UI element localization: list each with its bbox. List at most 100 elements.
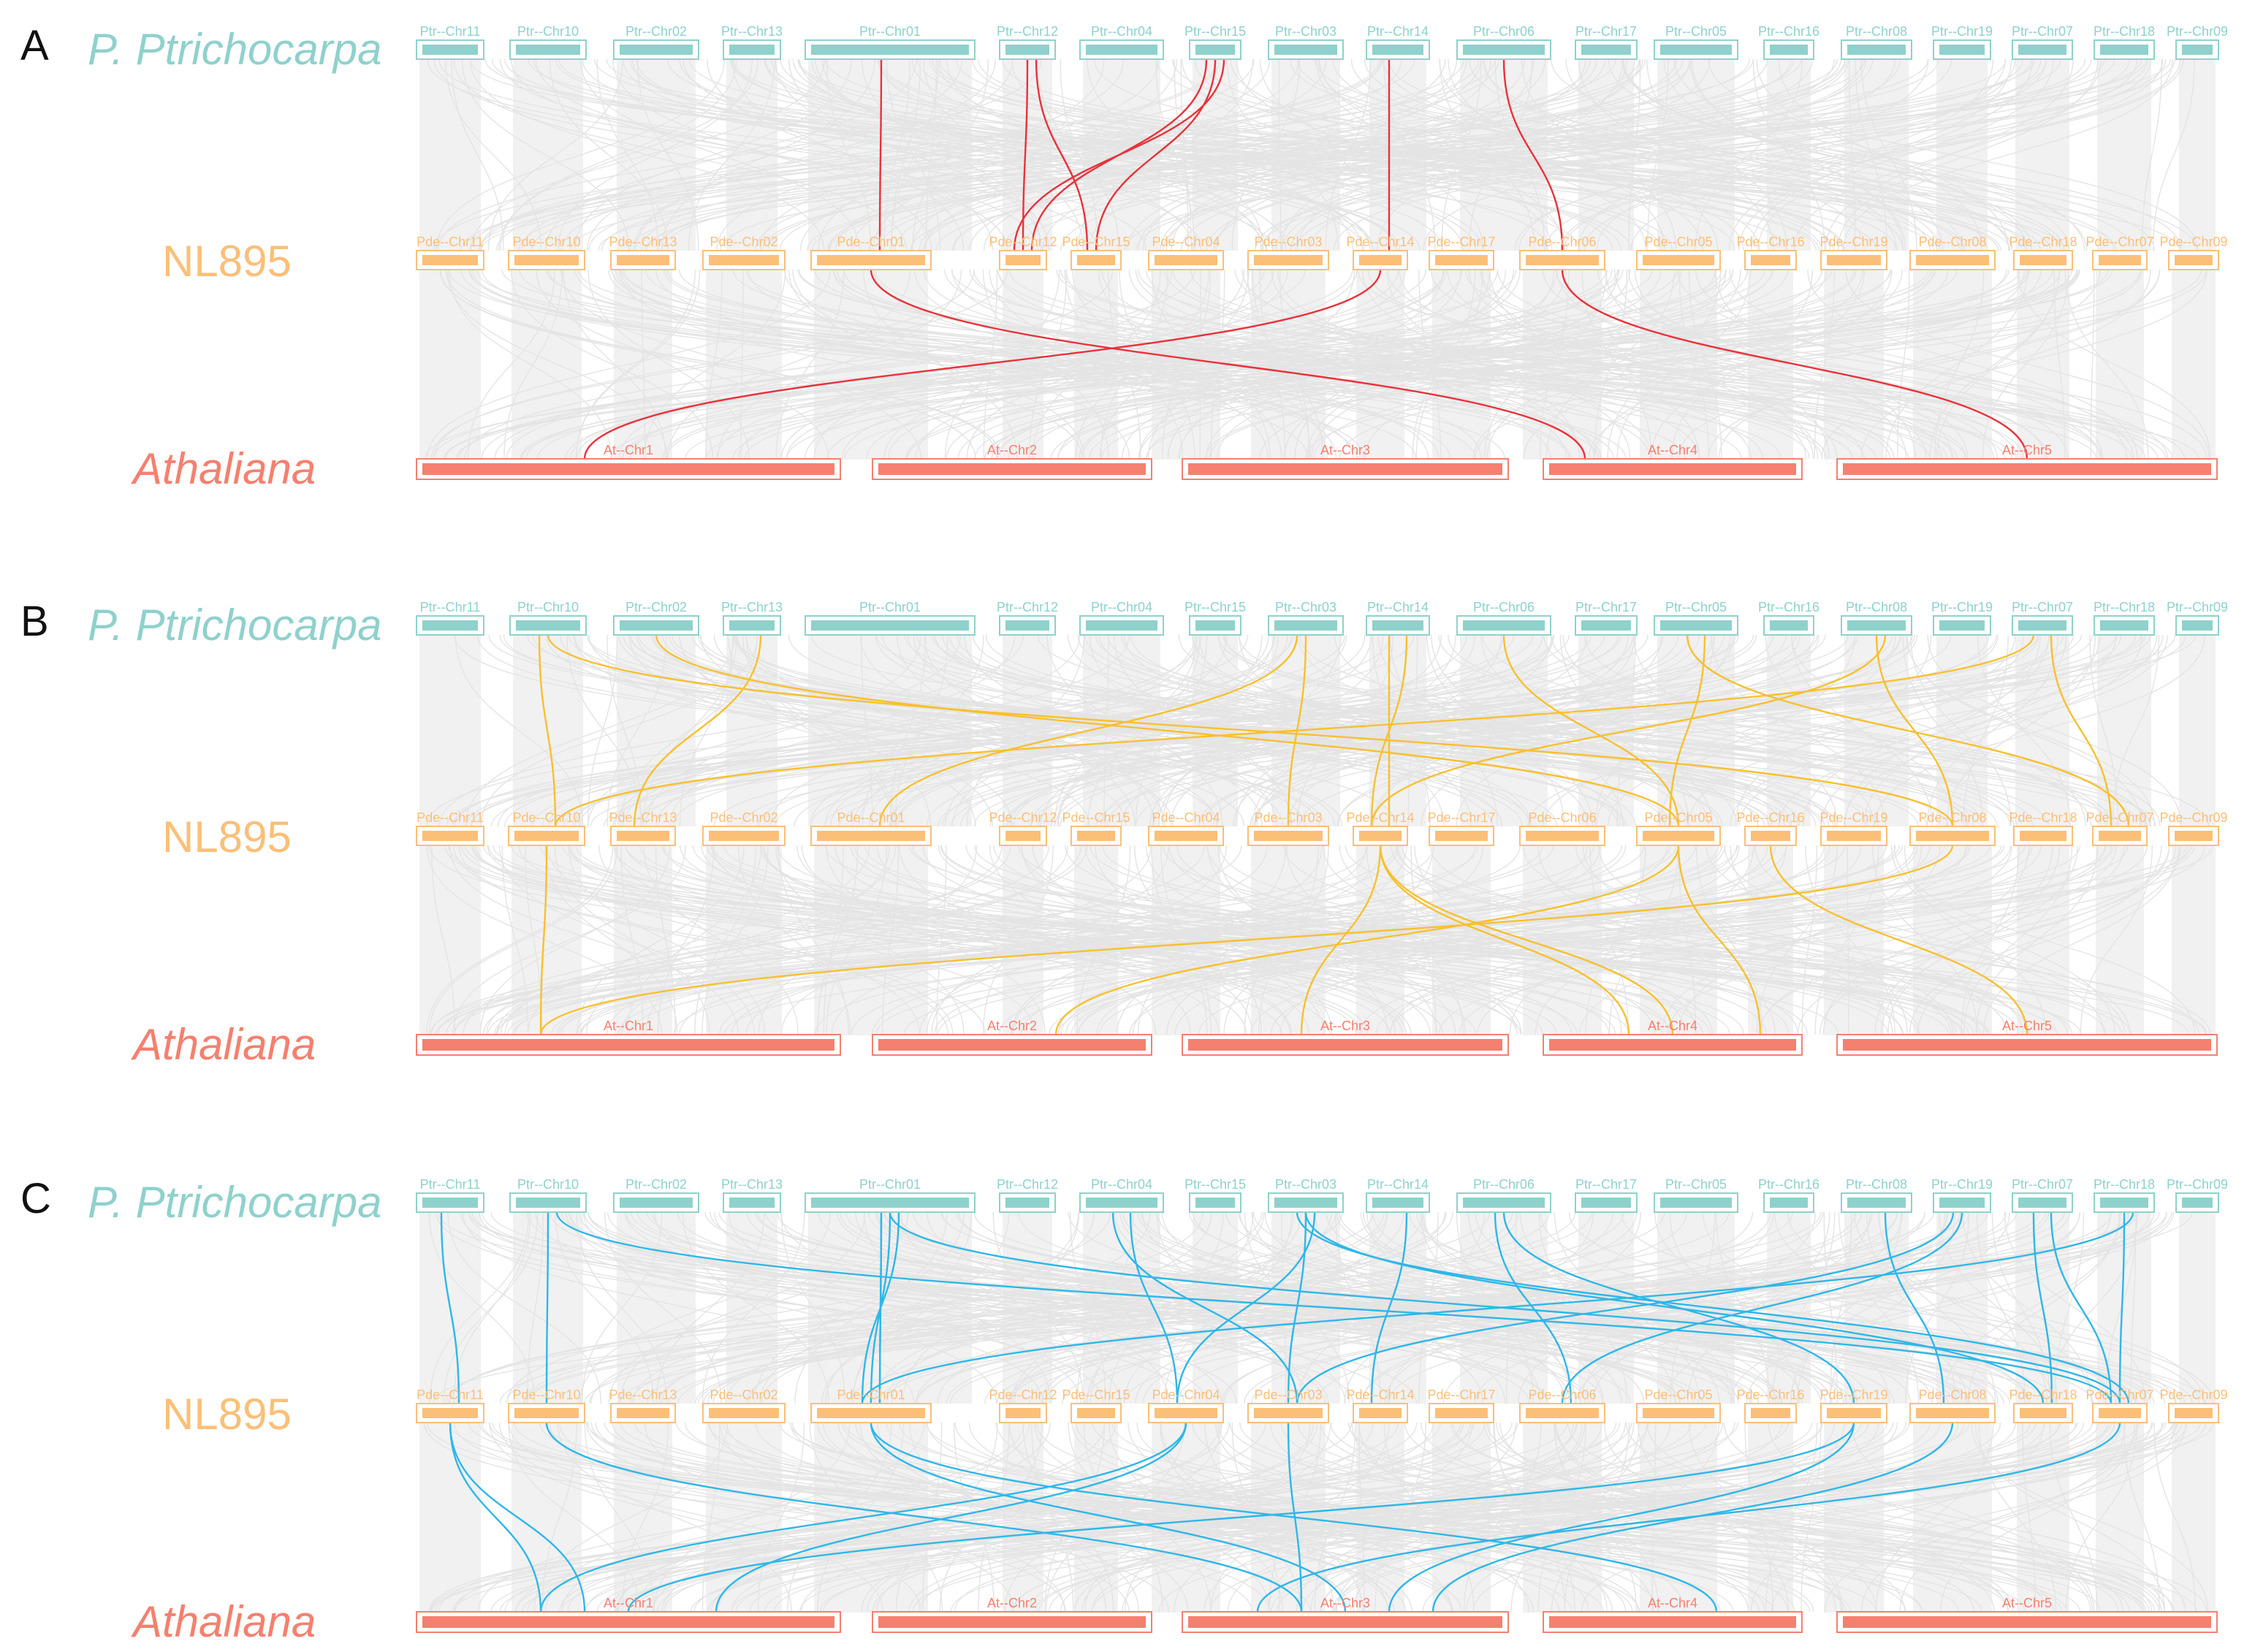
background-link (1893, 845, 2196, 1035)
background-block (419, 1423, 481, 1613)
background-link (1633, 634, 1838, 827)
chromosome-Ptr--Chr09: Ptr--Chr09 (2167, 600, 2228, 636)
chromosome-Pde--Chr14: Pde--Chr14 (1346, 235, 1415, 270)
background-link (604, 1211, 722, 1404)
chromosome-bar (422, 1198, 478, 1208)
background-link (620, 1422, 2081, 1613)
background-link (533, 58, 1581, 251)
background-block (1356, 1423, 1404, 1613)
chromosome-Pde--Chr15: Pde--Chr15 (1062, 235, 1130, 270)
background-link (701, 1422, 720, 1613)
background-link (932, 634, 2120, 827)
background-link (1497, 269, 2102, 460)
background-link (1065, 845, 1787, 1035)
background-link (985, 634, 1868, 827)
background-link (469, 58, 825, 251)
background-link (679, 634, 734, 827)
syntenic-link (878, 634, 1298, 827)
background-link (982, 845, 1054, 1035)
chromosome-label: Ptr--Chr11 (420, 1177, 481, 1192)
background-link (1418, 269, 1442, 460)
background-link (716, 269, 1358, 460)
chromosome-Ptr--Chr16: Ptr--Chr16 (1758, 1177, 1819, 1213)
chromosome-Ptr--Chr07: Ptr--Chr07 (2012, 1177, 2073, 1213)
chromosome-label: Ptr--Chr04 (1091, 24, 1152, 39)
chromosome-Ptr--Chr05: Ptr--Chr05 (1654, 1177, 1738, 1213)
background-link (830, 634, 1366, 827)
chromosome-label: Ptr--Chr12 (997, 600, 1058, 614)
chromosome-Ptr--Chr01: Ptr--Chr01 (805, 600, 976, 636)
background-link (568, 634, 1822, 827)
background-link (1592, 1211, 1904, 1404)
chromosome-bar (1581, 620, 1631, 631)
chromosome-bar (1274, 1198, 1337, 1208)
background-link (1772, 1211, 1836, 1404)
chromosome-bar (878, 463, 1146, 475)
background-link (957, 269, 1773, 460)
background-link (1616, 269, 1752, 460)
chromosome-Ptr--Chr03: Ptr--Chr03 (1268, 1177, 1344, 1213)
chromosome-bar (878, 1616, 1146, 1628)
background-link (1008, 1211, 1857, 1404)
background-link (1448, 634, 2113, 827)
chromosome-Ptr--Chr05: Ptr--Chr05 (1654, 24, 1738, 60)
background-link (436, 58, 725, 251)
background-block (2015, 635, 2069, 826)
background-link (630, 1211, 1665, 1404)
background-link (1099, 269, 1250, 460)
chromosome-label: At--Chr4 (1648, 443, 1697, 457)
chromosome-label: Ptr--Chr07 (2012, 24, 2073, 39)
background-link (775, 845, 965, 1035)
chromosome-bar (1155, 255, 1217, 265)
chromosome-label: Ptr--Chr08 (1846, 24, 1907, 39)
background-link (1017, 845, 1981, 1035)
background-link (1367, 269, 2017, 460)
syntenic-link (1370, 634, 1887, 827)
background-link (1902, 634, 1984, 827)
chromosome-bar (811, 45, 969, 55)
background-block (1824, 845, 1884, 1035)
background-link (1271, 269, 1583, 460)
chromosome-bar (1086, 620, 1157, 631)
background-link (1963, 634, 2009, 827)
background-link (504, 634, 1592, 827)
chromosome-label: Ptr--Chr12 (997, 1177, 1058, 1192)
background-block (1657, 635, 1735, 826)
chromosome-label: Ptr--Chr16 (1758, 24, 1819, 39)
chromosome-label: Pde--Chr02 (710, 810, 777, 825)
background-link (590, 634, 2197, 827)
chromosome-label: Ptr--Chr15 (1184, 600, 1246, 614)
background-link (1483, 1422, 2014, 1613)
chromosome-Ptr--Chr13: Ptr--Chr13 (721, 1177, 783, 1213)
chromosome-label: Ptr--Chr06 (1473, 1177, 1535, 1192)
chromosome-Ptr--Chr09: Ptr--Chr09 (2167, 24, 2228, 60)
background-link (428, 845, 618, 1035)
chromosome-bar (2018, 620, 2066, 631)
chromosome-label: Pde--Chr06 (1528, 810, 1596, 825)
chromosome-label: Ptr--Chr13 (721, 1177, 783, 1192)
background-link (494, 269, 1306, 460)
chromosome-bar (2100, 620, 2148, 631)
chromosome-bar (1939, 620, 1985, 631)
background-link (431, 845, 1369, 1035)
chromosome-At--Chr1: At--Chr1 (416, 443, 841, 480)
background-link (1415, 269, 1483, 460)
background-link (546, 634, 1244, 827)
syntenic-link (1379, 845, 1674, 1035)
background-link (1362, 1211, 1844, 1404)
background-link (2018, 269, 2211, 460)
background-link (451, 58, 504, 251)
chromosome-Ptr--Chr09: Ptr--Chr09 (2167, 1177, 2228, 1213)
syntenic-link (1875, 634, 1954, 827)
background-link (1483, 269, 1608, 460)
background-link (1689, 1422, 1843, 1613)
chromosome-label: Pde--Chr05 (1644, 1388, 1712, 1402)
background-link (1607, 269, 1722, 460)
background-link (858, 634, 1198, 827)
background-link (1336, 1211, 2030, 1404)
background-link (900, 1211, 1170, 1404)
background-link (1961, 845, 2020, 1035)
background-link (462, 1211, 915, 1404)
